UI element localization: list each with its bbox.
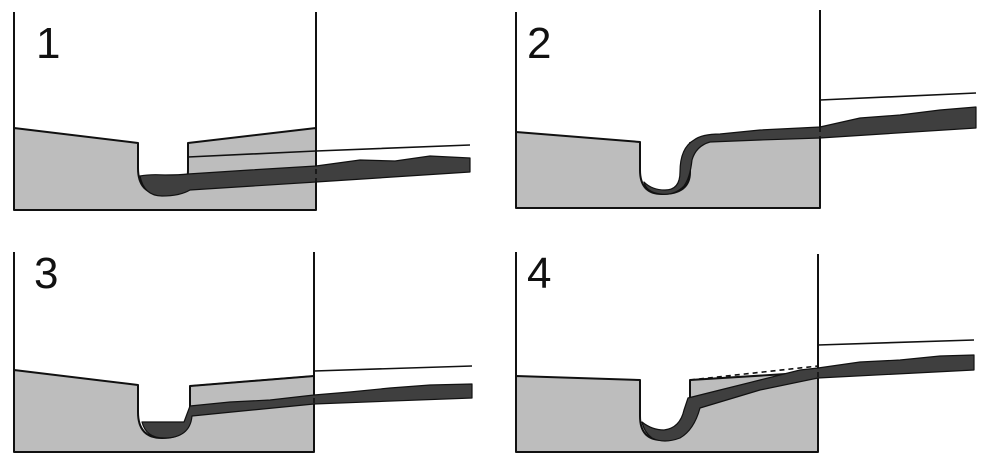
panel-4-deposit <box>641 354 975 442</box>
panel-4-number: 4 <box>527 249 551 298</box>
panel-3-trench-top <box>189 375 315 387</box>
panel-2-initial-surface <box>819 92 977 101</box>
panel-4: 4 <box>515 249 975 453</box>
panel-4-dashed-surface <box>689 365 819 381</box>
panel-1-number: 1 <box>36 19 60 68</box>
panel-2-number: 2 <box>527 19 551 68</box>
panel-3: 3 <box>13 249 473 453</box>
panel-4-initial-surface <box>817 339 975 346</box>
panel-3-number: 3 <box>34 249 58 298</box>
panel-2: 2 <box>515 10 977 209</box>
panel-2-substrate <box>515 131 821 209</box>
panel-3-initial-surface <box>313 365 473 372</box>
panel-3-substrate <box>13 369 315 453</box>
panel-1: 1 <box>13 12 471 211</box>
panel-2-deposit <box>643 106 977 195</box>
panel-3-deposit <box>141 383 473 439</box>
panel-1-deposit <box>139 155 471 197</box>
